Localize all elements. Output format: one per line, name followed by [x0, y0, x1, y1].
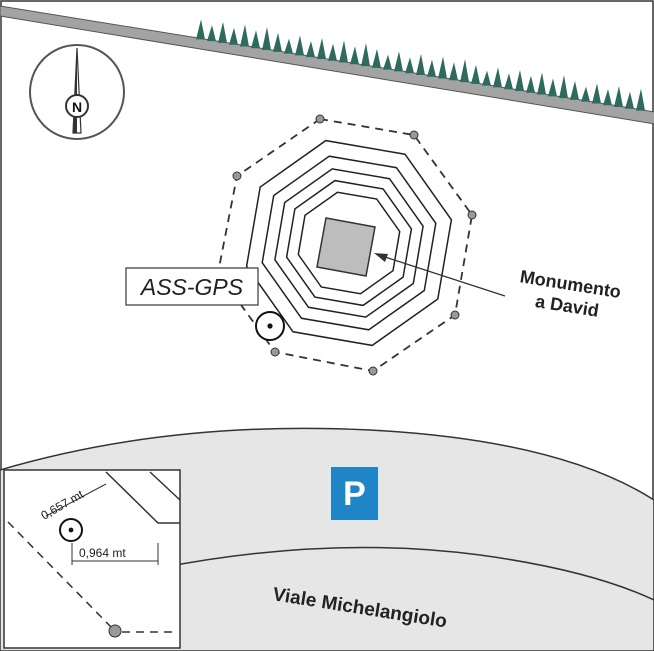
- inset-step-line: [149, 471, 181, 501]
- tree-icon: [636, 88, 645, 111]
- tree-icon: [559, 75, 568, 99]
- tree-icon: [581, 86, 590, 102]
- boundary-marker: [315, 114, 325, 124]
- dimension-line-1: [45, 483, 107, 517]
- tree-icon: [493, 67, 502, 88]
- compass-center-icon: [65, 94, 89, 118]
- monument-base: [316, 217, 376, 277]
- inset-detail: 0,657 mt 0,964 mt: [3, 469, 181, 649]
- boundary-marker: [467, 210, 477, 220]
- north-label: N: [72, 99, 82, 115]
- step-ring: [245, 139, 453, 347]
- tree-icon: [416, 53, 425, 75]
- inset-gps-center: [68, 527, 74, 533]
- tree-icon: [350, 46, 359, 65]
- gps-station-center: [267, 323, 273, 329]
- tree-icon: [504, 73, 513, 90]
- boundary-wall: [0, 5, 654, 125]
- station-label-box: [125, 267, 259, 306]
- leader-arrow-icon: [374, 253, 388, 262]
- monument-leader-line: [381, 255, 506, 297]
- tree-icon: [427, 59, 436, 77]
- tree-icon: [339, 40, 348, 63]
- boundary-markers: [232, 114, 477, 376]
- tree-icon: [328, 43, 337, 61]
- tree-icon: [603, 89, 612, 106]
- tree-icon: [614, 86, 623, 108]
- tree-icon: [438, 56, 447, 79]
- step-ring: [274, 168, 424, 318]
- tree-icon: [196, 19, 205, 40]
- tree-icon: [251, 30, 260, 49]
- station-label: ASS-GPS: [139, 274, 244, 300]
- boundary-marker: [270, 347, 280, 357]
- tree-icon: [240, 24, 249, 47]
- tree-icon: [460, 59, 469, 83]
- step-ring: [297, 191, 401, 295]
- dimension-2-label: 0,964 mt: [79, 546, 126, 560]
- tree-icon: [482, 70, 491, 86]
- tree-icon: [471, 64, 480, 84]
- step-ring: [261, 155, 437, 331]
- tree-icon: [548, 78, 557, 97]
- tree-icon: [284, 38, 293, 54]
- parking-label: P: [343, 475, 366, 513]
- inset-boundary-marker: [108, 624, 122, 638]
- tree-icon: [273, 32, 282, 52]
- road-edge-line: [159, 546, 654, 601]
- step-ring: [285, 179, 413, 307]
- tree-icon: [361, 43, 370, 67]
- tree-icon: [394, 51, 403, 72]
- boundary-marker: [450, 310, 460, 320]
- tree-icon: [570, 80, 579, 100]
- inset-frame: [3, 469, 181, 649]
- tree-icon: [625, 91, 634, 109]
- tree-icon: [295, 35, 304, 56]
- parking-sign: [331, 467, 378, 520]
- tree-icon: [306, 41, 315, 58]
- tree-icon: [229, 27, 238, 45]
- inset-boundary-line: [7, 521, 113, 629]
- tree-icon: [207, 25, 216, 42]
- monument-steps: [245, 139, 453, 347]
- boundary-marker: [232, 171, 242, 181]
- tree-icon: [218, 21, 227, 43]
- boundary-marker: [409, 130, 419, 140]
- tree-icon: [317, 37, 326, 59]
- tree-icon: [449, 62, 458, 81]
- tree-icon: [405, 57, 414, 74]
- tree-icon: [383, 54, 392, 70]
- north-arrow-compass: N: [29, 44, 125, 140]
- tree-icon: [537, 72, 546, 95]
- tree-icon: [515, 69, 524, 91]
- tree-row: [196, 19, 645, 111]
- tree-icon: [262, 27, 271, 51]
- tree-icon: [372, 48, 381, 68]
- tree-icon: [592, 83, 601, 104]
- tree-icon: [526, 75, 535, 93]
- boundary-marker: [368, 366, 378, 376]
- inset-step-line: [105, 471, 180, 524]
